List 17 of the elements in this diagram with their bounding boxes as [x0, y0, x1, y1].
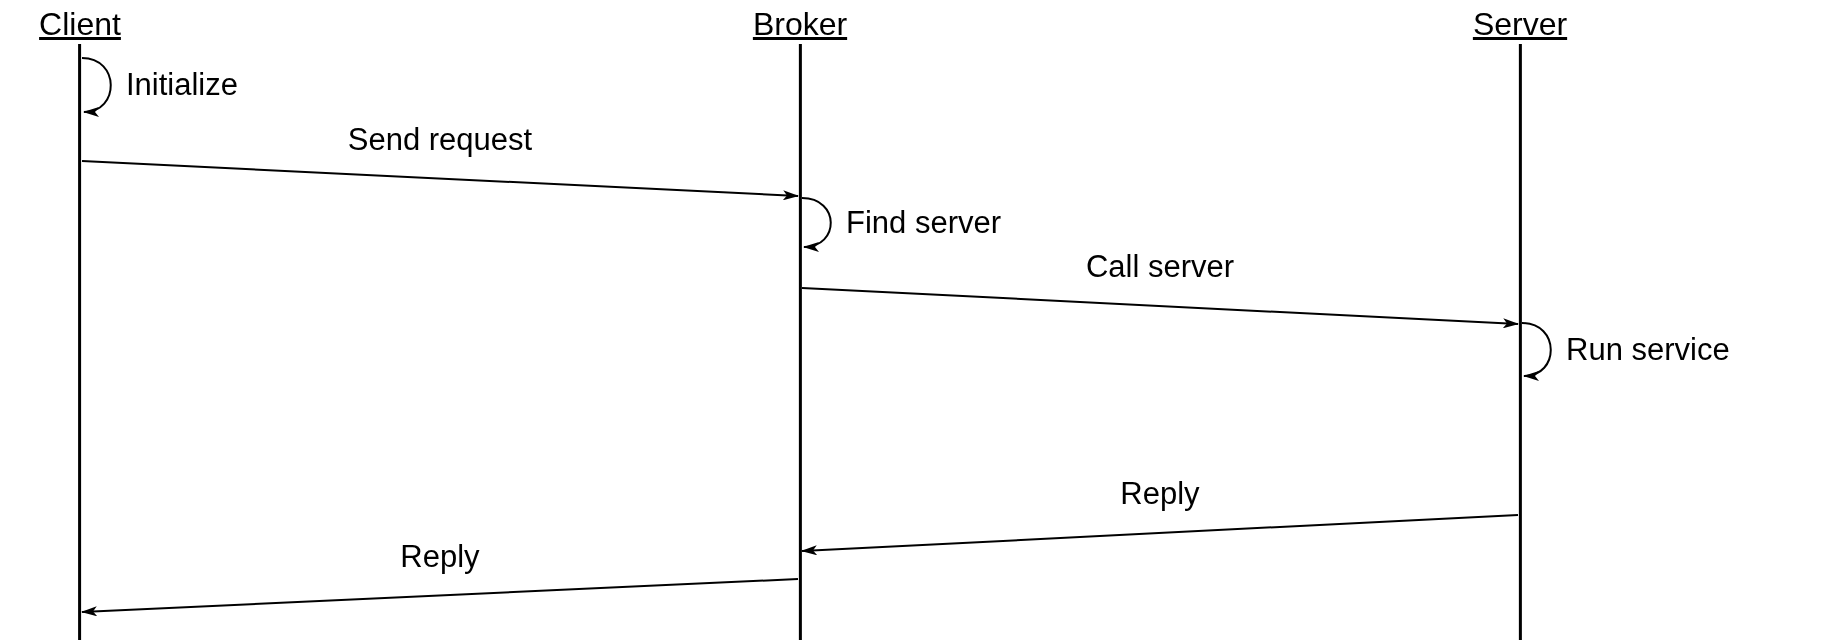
message-label: Find server — [846, 205, 1002, 240]
message-label: Call server — [1085, 250, 1235, 284]
message-arrow — [801, 287, 1519, 329]
self-message-arrow — [801, 197, 832, 251]
participant-name: Client — [39, 6, 121, 42]
message-label: Initialize — [126, 68, 238, 102]
self-message-arrow — [81, 57, 112, 116]
message-arrow — [81, 160, 799, 201]
message-label: Reply — [1120, 477, 1200, 511]
participant-name: Broker — [752, 6, 848, 42]
message-arrow — [81, 578, 799, 617]
message-arrow — [801, 514, 1519, 556]
message-label: Reply — [400, 539, 480, 574]
message-label: Run service — [1566, 332, 1730, 367]
participant-name: Server — [1472, 6, 1568, 42]
message-label: Send request — [347, 122, 533, 157]
self-message-arrow — [1521, 322, 1552, 380]
